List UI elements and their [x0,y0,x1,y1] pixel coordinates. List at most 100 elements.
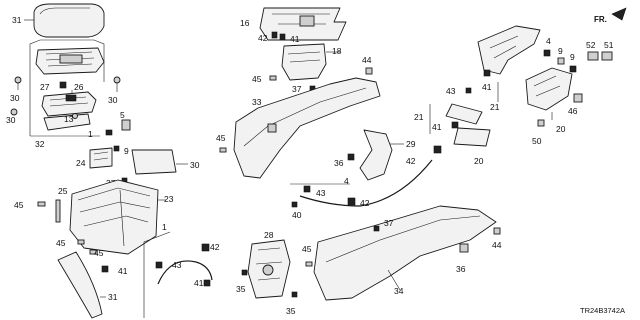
armrest-hinge-base[interactable] [35,47,105,75]
clip-38[interactable] [347,153,355,161]
clip-2[interactable] [543,49,551,57]
callout-20-b[interactable]: 30 [6,115,16,125]
clip-3[interactable] [105,129,113,136]
callout-40-low[interactable]: 41 [118,266,128,276]
callout-40-mid[interactable]: 41 [432,122,442,132]
callout-2[interactable]: 4 [546,36,551,46]
clip-9-left[interactable] [113,145,120,152]
callout-3[interactable]: 1 [88,129,93,139]
clip-44-mid[interactable] [347,197,356,206]
clip-50[interactable] [537,119,545,127]
callout-24[interactable]: 24 [76,158,86,168]
trim-18[interactable] [445,103,483,125]
callout-33[interactable]: 32 [35,139,45,149]
cup-holder-16[interactable] [525,67,573,111]
callout-46-upper[interactable]: 44 [362,55,372,65]
callout-36-a[interactable]: 35 [236,284,246,294]
garnish-31[interactable] [57,251,103,319]
clip-37-lower[interactable] [373,225,380,232]
callout-30[interactable]: 30 [190,160,200,170]
callout-26[interactable]: 26 [74,82,84,92]
callout-44-mid[interactable]: 42 [360,198,370,208]
switch-51[interactable] [601,51,613,61]
callout-20-c[interactable]: 30 [108,95,118,105]
callout-29[interactable]: 28 [264,230,274,240]
shift-bracket-29[interactable] [247,239,291,299]
callout-36-b[interactable]: 35 [286,306,296,316]
callout-23[interactable]: 23 [164,194,174,204]
cup-holder-frame-12[interactable] [259,7,347,41]
callout-25[interactable]: 25 [58,186,68,196]
clip-40-mid[interactable] [451,121,459,129]
clip-41[interactable] [271,31,278,39]
mat-30[interactable] [131,149,177,175]
screw-11[interactable] [72,113,78,119]
clip-40-low[interactable] [101,265,109,273]
callout-7[interactable]: 9 [558,46,563,56]
bolt-49-upper[interactable] [269,75,277,81]
console-upper-panel-21[interactable] [477,25,541,75]
clip-46-lower[interactable] [493,227,501,235]
callout-40-right[interactable]: 41 [482,82,492,92]
storage-tray-13[interactable] [281,43,327,81]
callout-45-mid[interactable]: 43 [316,188,326,198]
clip-40-right[interactable] [483,69,491,77]
callout-27[interactable]: 27 [40,82,50,92]
clip-48[interactable] [465,87,472,94]
callout-46-lower[interactable]: 44 [492,240,502,250]
callout-44-right[interactable]: 42 [406,156,416,166]
callout-51[interactable]: 51 [604,40,614,50]
screw-20-b[interactable] [10,108,18,116]
callout-38[interactable]: 36 [334,158,344,168]
clip-36-b[interactable] [291,291,298,298]
clip-44-right[interactable] [433,145,442,154]
callout-50[interactable]: 50 [532,136,542,146]
bolt-49-lower[interactable] [305,261,313,267]
harness-45-low[interactable] [155,260,213,285]
callout-39[interactable]: 36 [456,264,466,274]
callout-40-top[interactable]: 41 [290,34,300,44]
callout-34[interactable]: 33 [252,97,262,107]
callout-32[interactable]: 31 [12,15,22,25]
callout-48[interactable]: 43 [446,86,456,96]
clip-40-top[interactable] [279,33,286,41]
callout-14[interactable]: 20 [474,156,484,166]
callout-35[interactable]: 34 [394,286,404,296]
console-side-panel-34[interactable] [233,77,381,179]
callout-41[interactable]: 42 [258,33,268,43]
callout-45-low[interactable]: 43 [172,260,182,270]
callout-9-right[interactable]: 9 [570,52,575,62]
callout-13[interactable]: 18 [332,46,342,56]
callout-37-upper[interactable]: 37 [292,84,302,94]
pad-14[interactable] [453,127,491,147]
callout-31[interactable]: 31 [108,292,118,302]
armrest-lid[interactable] [33,3,105,38]
callout-47[interactable]: 46 [568,106,578,116]
callout-44-low[interactable]: 42 [210,242,220,252]
callout-37-lower[interactable]: 37 [384,218,394,228]
callout-52[interactable]: 52 [586,40,596,50]
callout-49-upper[interactable]: 45 [252,74,262,84]
callout-28[interactable]: 29 [406,139,416,149]
callout-4[interactable]: 4 [344,176,349,186]
latch-clip-27[interactable] [59,81,67,89]
clip-9-right[interactable] [569,65,577,73]
clip-46-upper[interactable] [365,67,373,75]
callout-16[interactable]: 20 [556,124,566,134]
callout-12[interactable]: 16 [240,18,250,28]
callout-9-left[interactable]: 9 [124,146,129,156]
callout-18[interactable]: 21 [414,112,424,122]
callout-49-left[interactable]: 45 [216,133,226,143]
armrest-latch-26[interactable] [41,91,97,117]
clip-42[interactable] [291,201,298,208]
bolt-49-lowleft-b[interactable] [89,249,97,255]
callout-11[interactable]: 13 [64,114,74,124]
clip-36-a[interactable] [241,269,248,276]
callout-5[interactable]: 5 [120,110,125,120]
clip-39[interactable] [459,243,469,253]
callout-49-lower[interactable]: 45 [302,244,312,254]
callout-20-a[interactable]: 30 [10,93,20,103]
callout-43[interactable]: 41 [194,278,204,288]
callout-49-lowleft-b[interactable]: 45 [94,248,104,258]
panel-24[interactable] [89,147,113,169]
